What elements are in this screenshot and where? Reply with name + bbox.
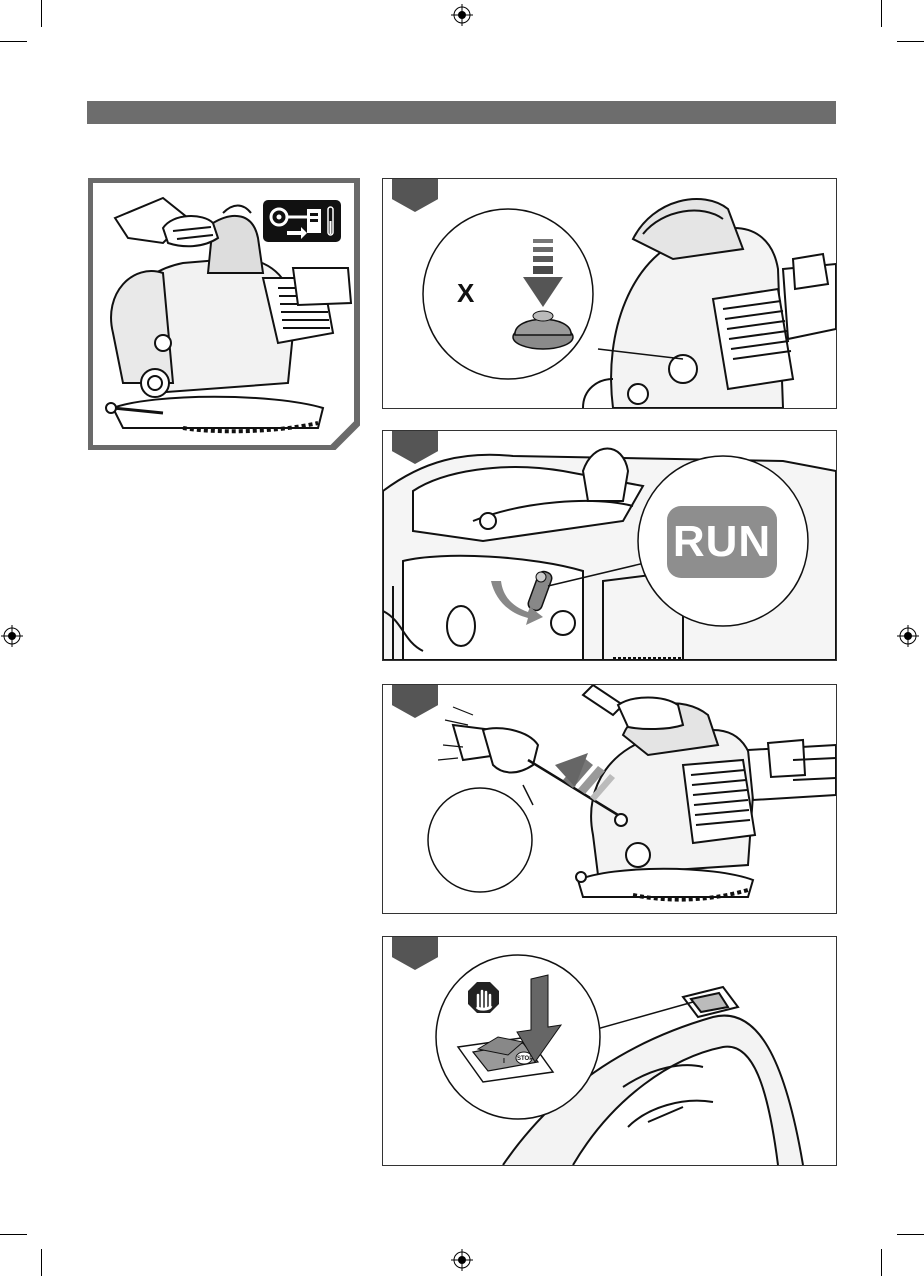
step-2-panel: RUN (382, 430, 837, 661)
step-3-illustration (383, 685, 836, 913)
step-3-panel (382, 684, 837, 914)
registration-mark-icon (451, 1249, 473, 1271)
choke-temperature-icon (263, 200, 341, 242)
repeat-count-symbol: X (457, 278, 474, 309)
crop-mark (0, 41, 27, 42)
switch-on-label: I (503, 1058, 505, 1065)
registration-mark-icon (897, 625, 919, 647)
crop-mark (897, 41, 924, 42)
step-1-panel: X (382, 178, 837, 409)
step-1-illustration (383, 179, 836, 408)
zoom-circle (436, 955, 600, 1119)
section-header-bar (87, 101, 836, 124)
crop-mark (0, 1234, 27, 1235)
cold-start-panel (88, 178, 360, 450)
run-position-label: RUN (667, 506, 777, 578)
zoom-circle (423, 209, 593, 379)
stop-hand-icon (468, 982, 499, 1013)
zoom-circle (428, 788, 532, 892)
crop-mark (881, 1249, 882, 1276)
registration-mark-icon (1, 625, 23, 647)
crop-mark (41, 0, 42, 27)
cold-start-illustration (93, 183, 354, 445)
blower-illustration (93, 183, 354, 445)
crop-mark (897, 1234, 924, 1235)
crop-mark (881, 0, 882, 27)
step-4-panel: I STOP (382, 936, 837, 1166)
registration-mark-icon (451, 4, 473, 26)
crop-mark (41, 1249, 42, 1276)
switch-stop-label: STOP (517, 1056, 533, 1062)
step-4-illustration: I STOP (383, 937, 836, 1165)
